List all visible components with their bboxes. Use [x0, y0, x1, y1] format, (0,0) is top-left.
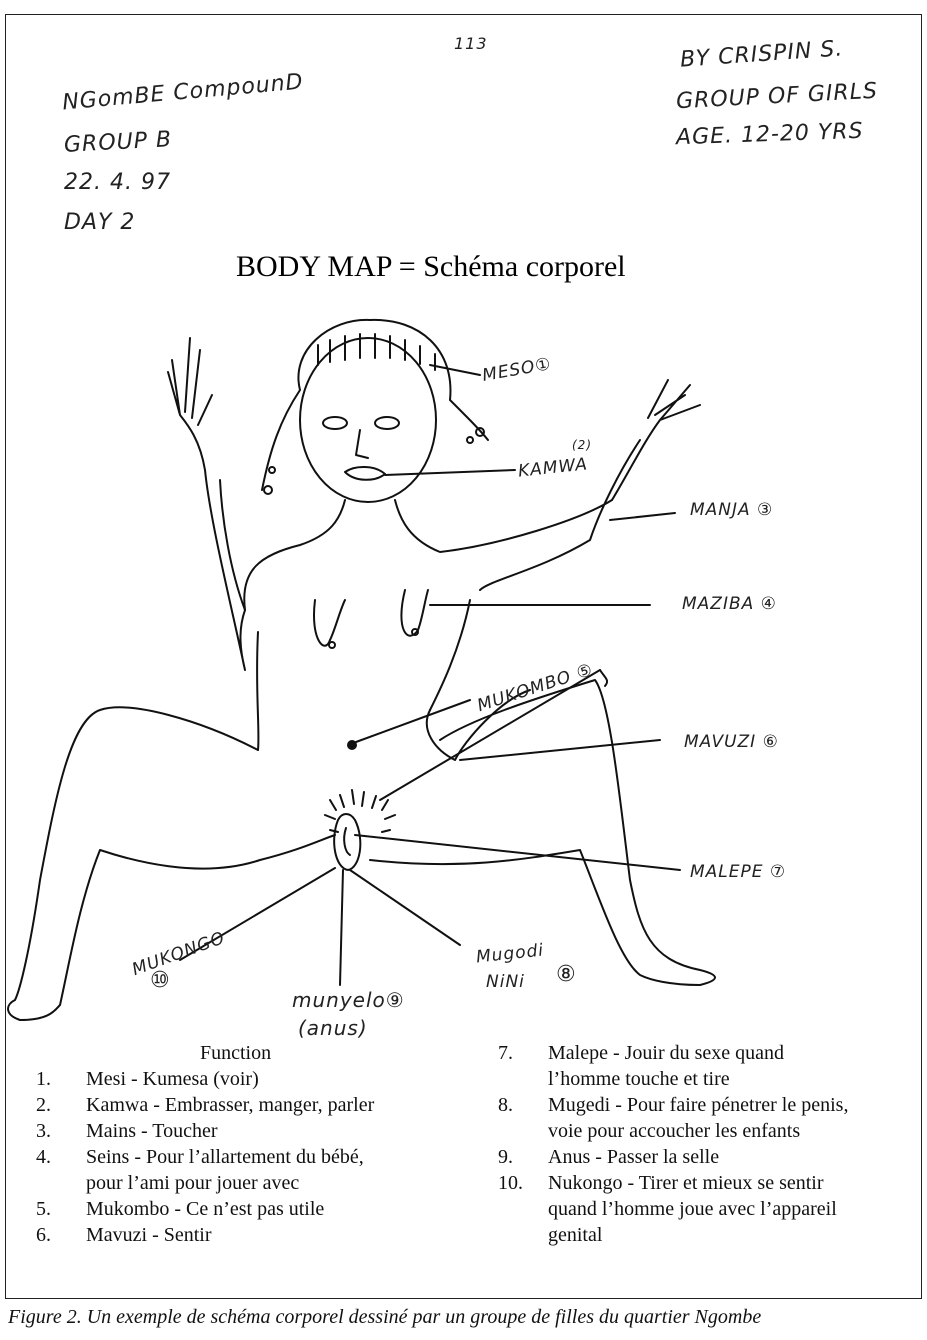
- right-arm: [480, 380, 700, 590]
- legend-text: Malepe - Jouir du sexe quand: [548, 1042, 784, 1065]
- legend-text: Mesi - Kumesa (voir): [86, 1068, 259, 1091]
- legend-text: genital: [548, 1224, 602, 1247]
- legend-text: Mukombo - Ce n’est pas utile: [86, 1198, 324, 1221]
- leader-mukombo: [356, 700, 470, 742]
- label-mukongo-number: ⑩: [150, 968, 171, 993]
- legend-text: Kamwa - Embrasser, manger, parler: [86, 1094, 374, 1117]
- leader-manja: [610, 513, 675, 520]
- legend-text: pour l’ami pour jouer avec: [86, 1172, 299, 1195]
- legend-num: 4.: [36, 1146, 51, 1169]
- legend-text: Seins - Pour l’allartement du bébé,: [86, 1146, 364, 1169]
- legend-text: Nukongo - Tirer et mieux se sentir: [548, 1172, 824, 1195]
- legend-num: 1.: [36, 1068, 51, 1091]
- legend-num: 9.: [498, 1146, 513, 1169]
- legend-title-text: Function: [200, 1042, 271, 1064]
- head: [300, 338, 436, 502]
- legend-num: 10.: [498, 1172, 523, 1195]
- leader-malepe: [355, 835, 680, 870]
- legend-num: 3.: [36, 1120, 51, 1143]
- label-kamwa-number: (2): [572, 438, 592, 452]
- mouth: [345, 467, 385, 480]
- figure-caption: Figure 2. Un exemple de schéma corporel …: [8, 1306, 761, 1329]
- leader-meso: [430, 365, 480, 375]
- legend-text: quand l’homme joue avec l’appareil: [548, 1198, 837, 1221]
- label-mugodi-number: ⑧: [556, 962, 577, 987]
- label-mavuzi: MAVUZI ⑥: [684, 732, 779, 752]
- left-leg: [8, 707, 335, 1020]
- legend-num: 7.: [498, 1042, 513, 1065]
- label-anus: (anus): [298, 1016, 368, 1040]
- label-maziba: MAZIBA ④: [682, 594, 777, 614]
- navel: [348, 741, 356, 749]
- legend-title: Function: [200, 1042, 271, 1065]
- legend-text: Mains - Toucher: [86, 1120, 218, 1143]
- legend-text: Anus - Passer la selle: [548, 1146, 719, 1169]
- legend-num: 2.: [36, 1094, 51, 1117]
- legend-num: 6.: [36, 1224, 51, 1247]
- torso: [257, 600, 470, 750]
- leader-munyelo: [340, 870, 343, 985]
- left-arm: [168, 338, 245, 670]
- legend-num: 5.: [36, 1198, 51, 1221]
- left-breast: [314, 600, 345, 646]
- label-malepe: MALEPE ⑦: [690, 862, 786, 882]
- leader-kamwa: [385, 470, 515, 475]
- legend-num: 8.: [498, 1094, 513, 1117]
- label-nini: NiNi: [486, 972, 525, 992]
- genital: [334, 814, 360, 870]
- label-munyelo: munyelo⑨: [292, 988, 405, 1012]
- legend-text: l’homme touche et tire: [548, 1068, 730, 1091]
- leader-mugodi: [350, 870, 460, 945]
- right-leg: [370, 680, 715, 985]
- label-manja: MANJA ③: [690, 500, 773, 520]
- legend-text: Mavuzi - Sentir: [86, 1224, 212, 1247]
- legend-text: Mugedi - Pour faire pénetrer le penis,: [548, 1094, 848, 1117]
- right-eye: [375, 417, 399, 429]
- legend-text: voie pour accoucher les enfants: [548, 1120, 800, 1143]
- left-eye: [323, 417, 347, 429]
